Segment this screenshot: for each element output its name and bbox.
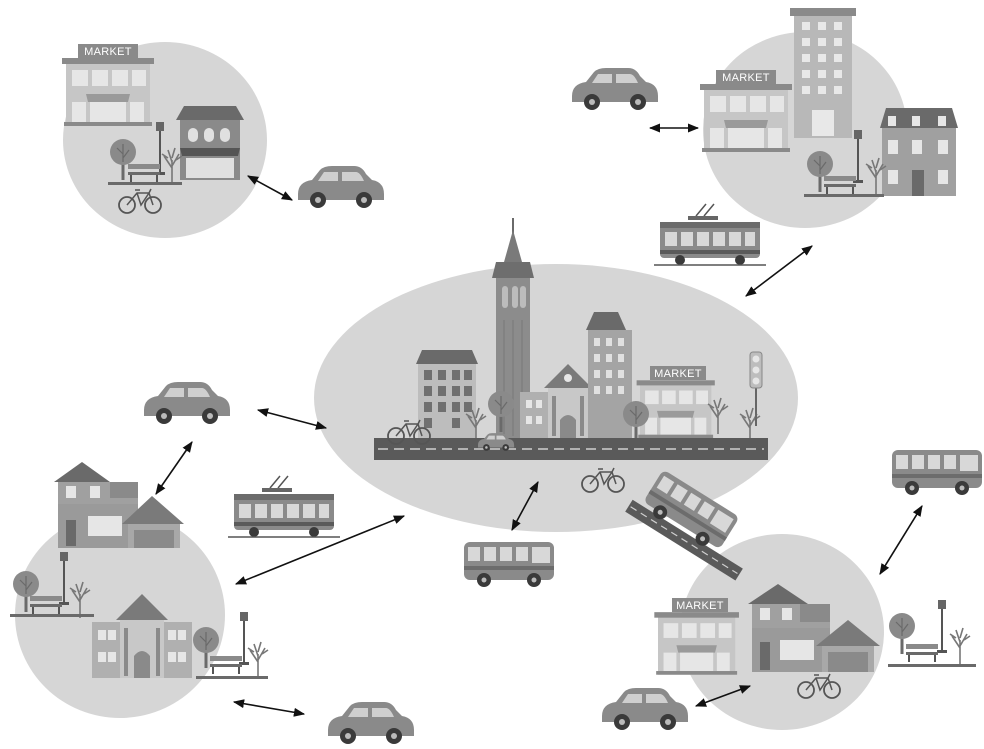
market-building-icon: MARKET — [62, 44, 154, 126]
tram-icon — [227, 475, 341, 538]
car-icon — [144, 382, 230, 424]
tree-icon — [247, 641, 269, 679]
double-arrow-icon — [256, 408, 328, 430]
double-arrow-icon — [694, 685, 752, 707]
double-arrow-icon — [247, 175, 293, 201]
car-icon — [602, 688, 688, 730]
house-icon — [880, 108, 958, 196]
bench-icon — [210, 656, 242, 674]
house-icon — [54, 462, 184, 548]
double-arrow-icon — [745, 245, 813, 297]
double-arrow-icon — [511, 481, 539, 531]
market-sign-top-right: MARKET — [722, 72, 770, 84]
car-icon — [572, 68, 658, 110]
market-building-icon: MARKET — [636, 366, 715, 439]
double-arrow-icon — [155, 441, 193, 495]
market-sign-top-left: MARKET — [84, 46, 132, 58]
double-arrow-icon — [232, 699, 306, 717]
double-arrow-icon — [879, 505, 923, 575]
apartment-building-icon — [416, 350, 478, 438]
town-hall-icon — [92, 594, 192, 678]
connection-arrows — [155, 123, 923, 717]
top-left-district: MARKET — [62, 44, 244, 214]
bus-icon — [892, 450, 982, 495]
bench-icon — [906, 644, 938, 662]
bottom-right-district: MARKET — [654, 584, 976, 699]
bus-icon — [464, 542, 554, 587]
market-building-icon: MARKET — [654, 598, 739, 675]
street-lamp-icon — [937, 600, 947, 653]
tram-icon — [653, 203, 767, 266]
top-right-district: MARKET — [700, 8, 958, 197]
car-icon — [328, 702, 414, 744]
market-building-icon: MARKET — [700, 70, 792, 152]
bottom-left-district — [10, 462, 269, 679]
central-city-district: MARKET — [374, 218, 768, 493]
city-road — [374, 438, 768, 460]
skyscraper-icon — [790, 8, 856, 138]
house-icon — [748, 584, 880, 672]
tree-icon — [949, 627, 971, 665]
double-arrow-icon — [234, 515, 406, 585]
bus-on-ramp — [625, 469, 743, 581]
car-icon — [298, 166, 384, 208]
market-sign-center: MARKET — [654, 368, 702, 380]
traffic-light-icon — [749, 351, 763, 426]
market-sign-bottom-right: MARKET — [676, 600, 724, 612]
shop-building-icon — [176, 106, 244, 180]
